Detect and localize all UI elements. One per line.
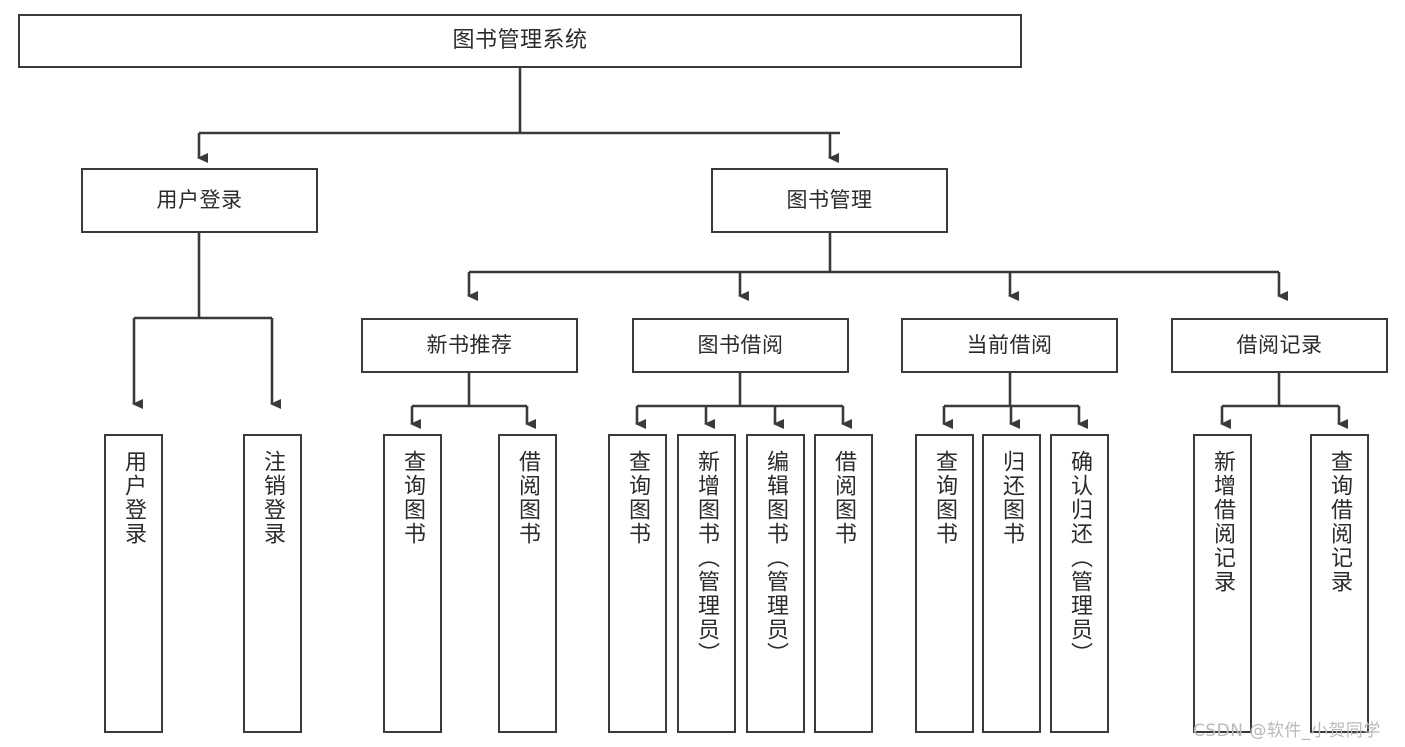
leaf-user-login-login[interactable]: 用户登录 — [104, 434, 163, 733]
node-current-borrow[interactable]: 当前借阅 — [901, 318, 1118, 373]
leaf-borrow-query-book[interactable]: 查询图书 — [608, 434, 667, 733]
node-label: 图书借阅 — [697, 333, 784, 358]
node-label: 新书推荐 — [426, 333, 513, 358]
leaf-borrow-borrow-book[interactable]: 借阅图书 — [814, 434, 873, 733]
leaf-record-add-record[interactable]: 新增借阅记录 — [1193, 434, 1252, 733]
node-label: 查询图书 — [400, 450, 426, 546]
node-label: 借阅记录 — [1236, 333, 1323, 358]
node-label: 借阅图书 — [831, 450, 857, 546]
node-label: 归还图书 — [999, 450, 1025, 546]
node-borrow-record[interactable]: 借阅记录 — [1171, 318, 1388, 373]
node-new-book-recommend[interactable]: 新书推荐 — [361, 318, 578, 373]
node-label: 用户登录 — [121, 450, 147, 546]
node-root-book-management-system[interactable]: 图书管理系统 — [18, 14, 1022, 68]
leaf-current-return-book[interactable]: 归还图书 — [982, 434, 1041, 733]
leaf-record-query-record[interactable]: 查询借阅记录 — [1310, 434, 1369, 733]
node-user-login[interactable]: 用户登录 — [81, 168, 318, 233]
node-label: 查询借阅记录 — [1327, 450, 1353, 594]
node-book-borrow[interactable]: 图书借阅 — [632, 318, 849, 373]
node-label: 编辑图书（管理员） — [763, 450, 789, 666]
leaf-recommend-borrow-book[interactable]: 借阅图书 — [498, 434, 557, 733]
node-label: 当前借阅 — [966, 333, 1053, 358]
node-label: 查询图书 — [932, 450, 958, 546]
node-book-management[interactable]: 图书管理 — [711, 168, 948, 233]
watermark-text: CSDN @软件_小贺同学 — [1193, 721, 1381, 741]
leaf-borrow-edit-book-admin[interactable]: 编辑图书（管理员） — [746, 434, 805, 733]
leaf-borrow-add-book-admin[interactable]: 新增图书（管理员） — [677, 434, 736, 733]
node-label: 查询图书 — [625, 450, 651, 546]
node-label: 新增图书（管理员） — [694, 450, 720, 666]
leaf-current-confirm-return-admin[interactable]: 确认归还（管理员） — [1050, 434, 1109, 733]
node-label: 新增借阅记录 — [1210, 450, 1236, 594]
node-label: 图书管理 — [786, 188, 873, 213]
node-label: 借阅图书 — [515, 450, 541, 546]
node-label: 图书管理系统 — [452, 28, 588, 54]
leaf-user-login-logout[interactable]: 注销登录 — [243, 434, 302, 733]
node-label: 用户登录 — [156, 188, 243, 213]
node-label: 确认归还（管理员） — [1067, 450, 1093, 666]
leaf-current-query-book[interactable]: 查询图书 — [915, 434, 974, 733]
leaf-recommend-query-book[interactable]: 查询图书 — [383, 434, 442, 733]
node-label: 注销登录 — [260, 450, 286, 546]
